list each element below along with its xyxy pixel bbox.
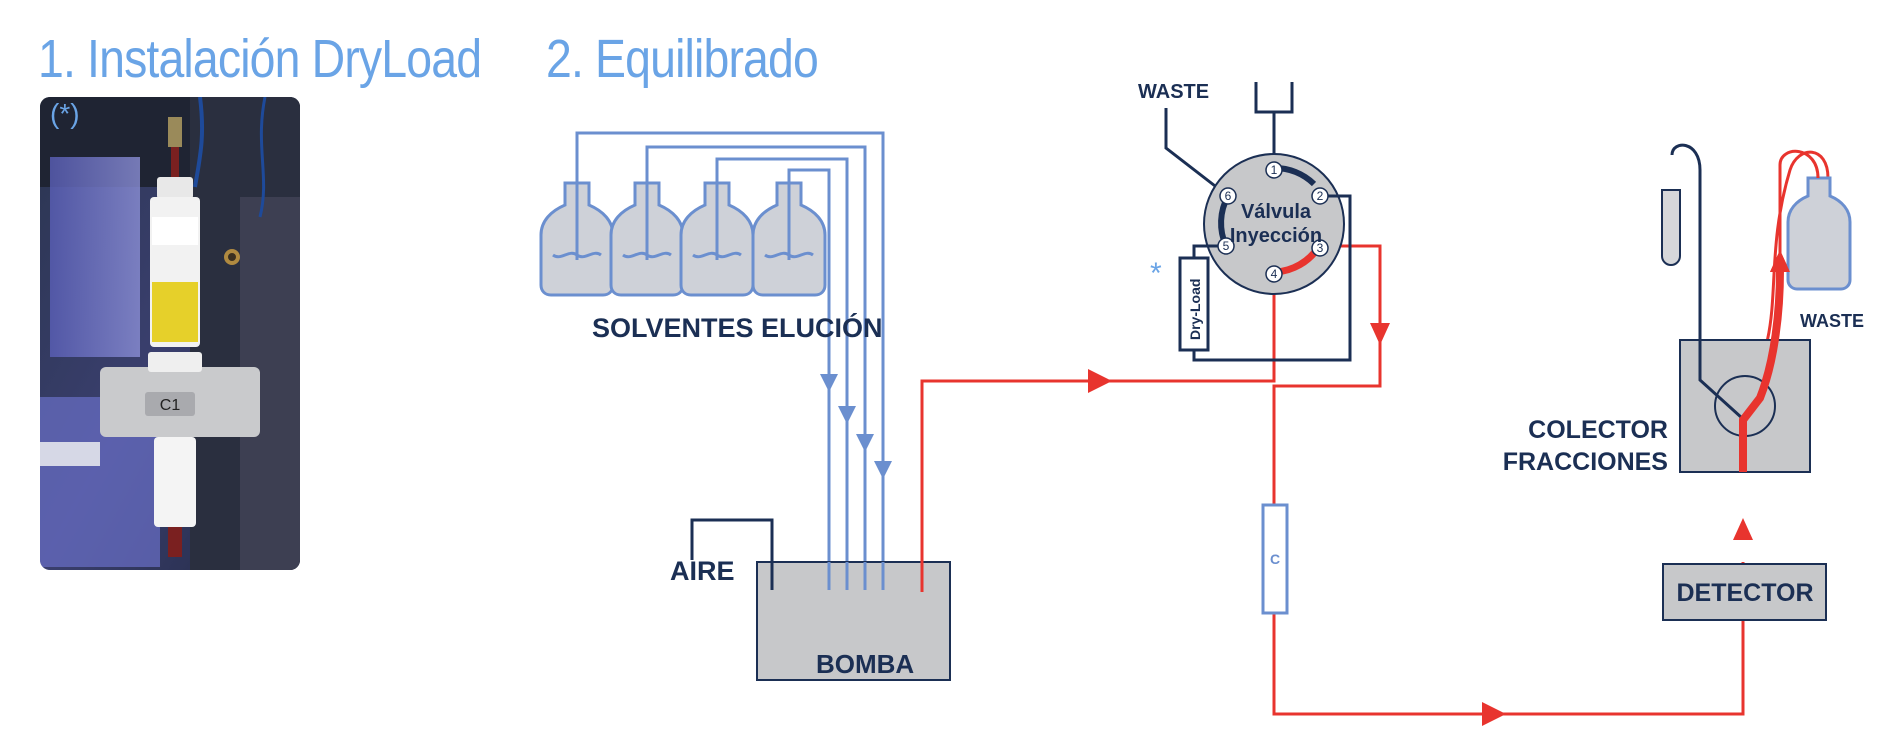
- air-label: AIRE: [670, 556, 735, 586]
- detector-box: [1662, 563, 1827, 621]
- waste-valve-label: WASTE: [1138, 81, 1209, 103]
- valve-port-5: 5: [1223, 239, 1230, 253]
- solvent-lines: [575, 131, 892, 590]
- cartridge-label: C1: [160, 397, 181, 414]
- valve-label-line2: Inyección: [1230, 225, 1322, 247]
- dryload-asterisk: *: [1150, 257, 1162, 290]
- solvents-label: SOLVENTES ELUCIÓN: [592, 312, 883, 343]
- pump-box: [756, 561, 951, 681]
- injection-valve: 1 2 3 4 5 6: [1164, 82, 1352, 362]
- valve-port-1: 1: [1271, 163, 1278, 177]
- waste-collector-label: WASTE: [1800, 311, 1864, 331]
- waste-bottle: [1786, 176, 1852, 291]
- fraction-collector: [1661, 143, 1852, 473]
- collection-tube: [1661, 189, 1681, 266]
- solvent-bottles: [539, 181, 827, 297]
- photo-marker: (*): [50, 98, 80, 129]
- dryload-cartridge: [1178, 256, 1210, 352]
- detector-label: DETECTOR: [1676, 579, 1813, 607]
- dryload-label: Dry-Load: [1187, 279, 1203, 340]
- pump-label: BOMBA: [816, 649, 914, 679]
- column: [1261, 503, 1289, 615]
- column-label: C: [1270, 551, 1280, 567]
- valve-port-4: 4: [1271, 267, 1278, 281]
- collector-label-line2: FRACCIONES: [1503, 448, 1668, 476]
- valve-port-3: 3: [1317, 241, 1324, 255]
- dryload-photo: C1 (*): [40, 97, 300, 570]
- valve-port-6: 6: [1225, 189, 1232, 203]
- step1-title: 1. Instalación DryLoad: [38, 29, 482, 89]
- air-line: [690, 518, 774, 590]
- collector-label-line1: COLECTOR: [1528, 416, 1668, 444]
- step2-title: 2. Equilibrado: [546, 29, 819, 89]
- valve-port-2: 2: [1317, 189, 1324, 203]
- valve-label-line1: Válvula: [1241, 201, 1312, 223]
